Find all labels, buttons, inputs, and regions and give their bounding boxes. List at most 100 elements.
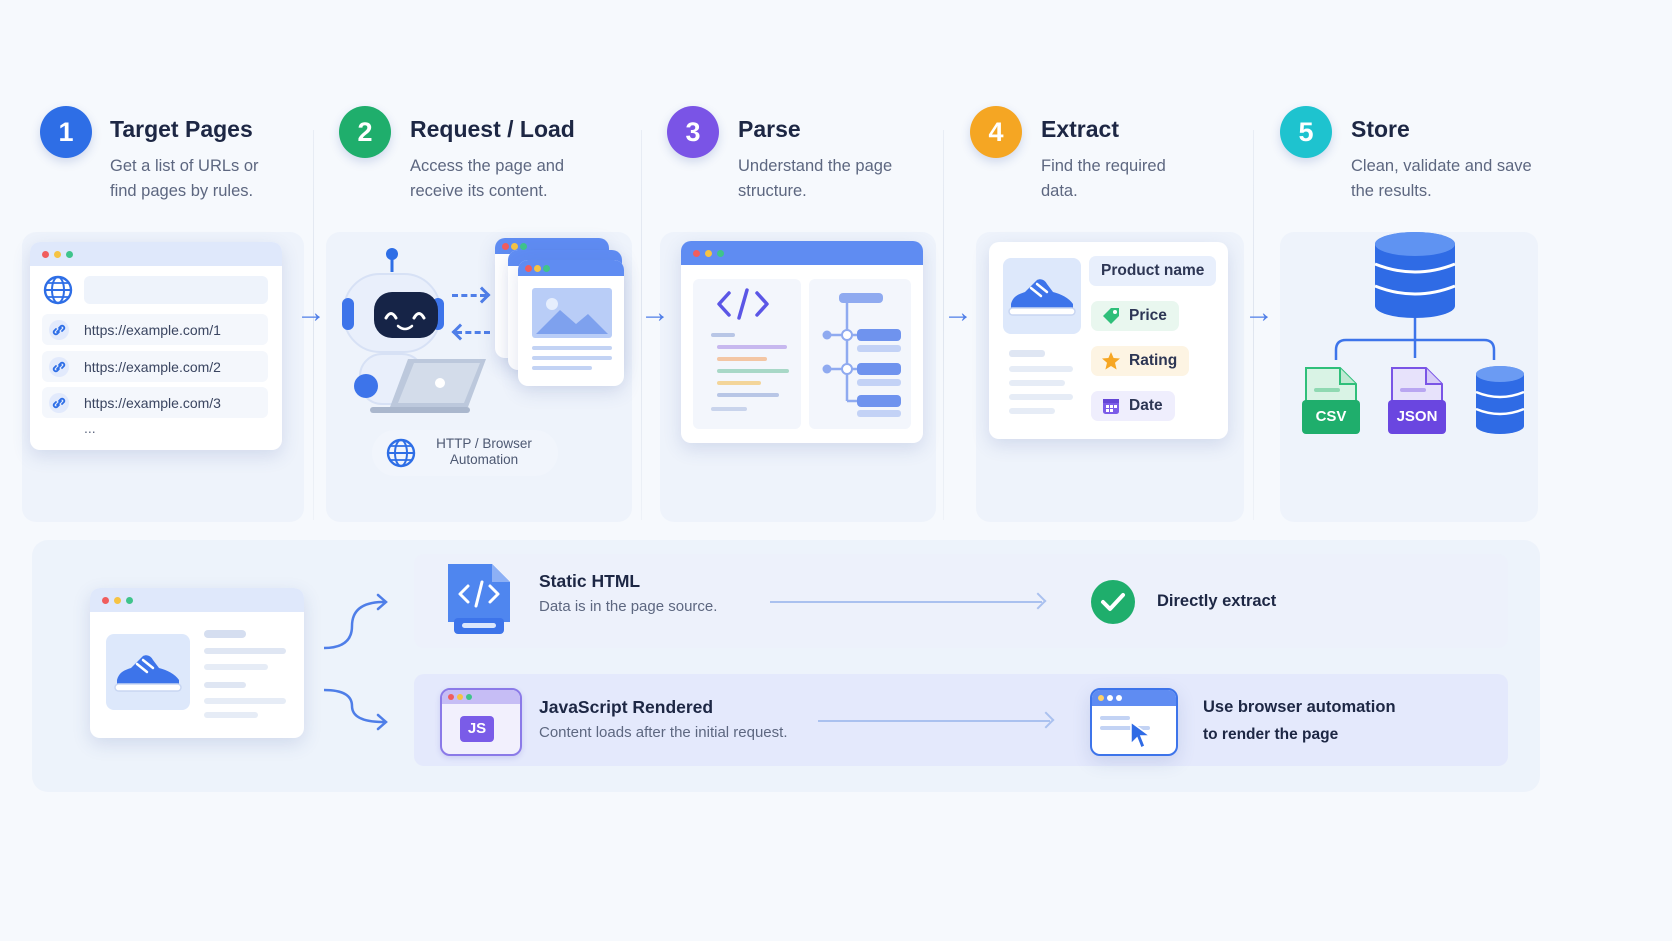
- url-row: [42, 351, 268, 382]
- code-line: [717, 381, 761, 385]
- csv-label: CSV: [1315, 408, 1347, 425]
- text-line: [204, 698, 286, 704]
- static-flow-arrow: [770, 601, 1042, 603]
- link-icon: [49, 393, 69, 413]
- json-label: JSON: [1396, 408, 1438, 425]
- flow-arrow: →: [640, 296, 670, 329]
- step-desc-parse: Understand the page structure.: [738, 157, 893, 200]
- calendar-icon: [1103, 399, 1119, 414]
- globe-icon: [43, 275, 73, 305]
- product-page-window: [90, 588, 304, 738]
- browser-automation-icon: [1090, 688, 1178, 756]
- step-title-request-load: Request / Load: [410, 116, 575, 142]
- step-desc-extract: Find the required data.: [1041, 157, 1166, 200]
- field-chip-rating: Rating: [1091, 346, 1190, 376]
- code-line: [717, 393, 779, 397]
- page-window-front: [518, 260, 624, 386]
- text-line: [1009, 350, 1045, 357]
- step-number-1: 1: [40, 106, 92, 158]
- step-title-target-pages: Target Pages: [110, 116, 253, 142]
- text-line: [1009, 380, 1065, 386]
- request-caption: HTTP / Browser Automation: [436, 436, 532, 467]
- field-chip-price: Price: [1091, 301, 1179, 331]
- file-icon: [1302, 367, 1360, 434]
- text-line: [204, 630, 246, 638]
- url-search-bar: [84, 276, 268, 304]
- field-label: Rating: [1129, 352, 1178, 369]
- code-line: [711, 333, 735, 337]
- step-title-extract: Extract: [1041, 116, 1119, 142]
- code-line: [717, 357, 767, 361]
- js-window-icon: JS: [440, 688, 522, 756]
- column-divider: [313, 130, 314, 520]
- text-line: [1100, 716, 1130, 720]
- code-line: [717, 345, 787, 349]
- tree-icon: [822, 293, 901, 417]
- js-flow-arrow: [818, 720, 1050, 722]
- text-line: [204, 664, 268, 670]
- text-line: [532, 366, 592, 370]
- text-line: [532, 346, 612, 350]
- link-icon: [49, 320, 69, 340]
- static-html-title: Static HTML: [539, 571, 641, 591]
- url-text: https://example.com/1: [84, 322, 221, 338]
- check-icon: [1091, 580, 1135, 624]
- column-divider: [641, 130, 642, 520]
- flow-arrow: →: [943, 296, 973, 329]
- step-title-store: Store: [1351, 116, 1410, 142]
- link-icon: [49, 357, 69, 377]
- javascript-result: Use browser automation to render the pag…: [1203, 694, 1396, 748]
- sneaker-icon: [114, 655, 182, 692]
- response-arrow: [456, 331, 490, 334]
- tag-icon: [1103, 308, 1119, 324]
- flow-arrow: →: [296, 296, 326, 329]
- static-html-result: Directly extract: [1157, 592, 1277, 610]
- flow-arrow: →: [1244, 296, 1274, 329]
- step-desc-request-load: Access the page and receive its content.: [410, 157, 565, 200]
- branch-arrows: [323, 593, 388, 731]
- code-icon: [717, 288, 769, 320]
- step-number-5: 5: [1280, 106, 1332, 158]
- field-label: Price: [1129, 307, 1167, 324]
- url-text: https://example.com/3: [84, 395, 221, 411]
- extract-card: Product name Price Rating Date: [989, 242, 1228, 439]
- text-line: [1009, 408, 1055, 414]
- url-row: [42, 314, 268, 345]
- field-chip-product-name: Product name: [1089, 256, 1217, 286]
- url-list-window: https://example.com/1 https://example.co…: [30, 242, 282, 450]
- url-more: ...: [84, 420, 96, 436]
- code-line: [717, 369, 789, 373]
- parse-window: [681, 241, 923, 443]
- code-line: [711, 407, 747, 411]
- database-icon: [1374, 232, 1456, 318]
- javascript-result-line2: to render the page: [1203, 726, 1339, 743]
- step-number-4: 4: [970, 106, 1022, 158]
- static-html-subtitle: Data is in the page source.: [539, 598, 718, 615]
- database-icon: [1475, 366, 1525, 434]
- field-chip-date: Date: [1091, 391, 1175, 421]
- code-file-icon: [448, 564, 510, 634]
- field-label: Product name: [1101, 262, 1205, 279]
- column-divider: [1253, 130, 1254, 520]
- step-desc-target-pages: Get a list of URLs or find pages by rule…: [110, 157, 259, 200]
- image-icon: [532, 288, 612, 338]
- column-divider: [943, 130, 944, 520]
- text-line: [1009, 394, 1073, 400]
- star-icon: [1102, 352, 1120, 370]
- laptop-icon: [370, 359, 486, 413]
- url-row: [42, 387, 268, 418]
- globe-icon: [386, 438, 416, 468]
- javascript-rendered-subtitle: Content loads after the initial request.: [539, 724, 788, 741]
- file-icon: [1388, 367, 1446, 434]
- sneaker-icon: [1008, 279, 1076, 316]
- step-number-3: 3: [667, 106, 719, 158]
- cursor-icon: [1130, 720, 1153, 750]
- javascript-result-line1: Use browser automation: [1203, 698, 1396, 716]
- text-line: [204, 682, 246, 688]
- text-line: [1100, 726, 1150, 730]
- store-connector: [1334, 318, 1496, 360]
- url-text: https://example.com/2: [84, 359, 221, 375]
- text-line: [204, 712, 258, 718]
- request-arrow: [452, 294, 486, 297]
- javascript-rendered-title: JavaScript Rendered: [539, 697, 714, 717]
